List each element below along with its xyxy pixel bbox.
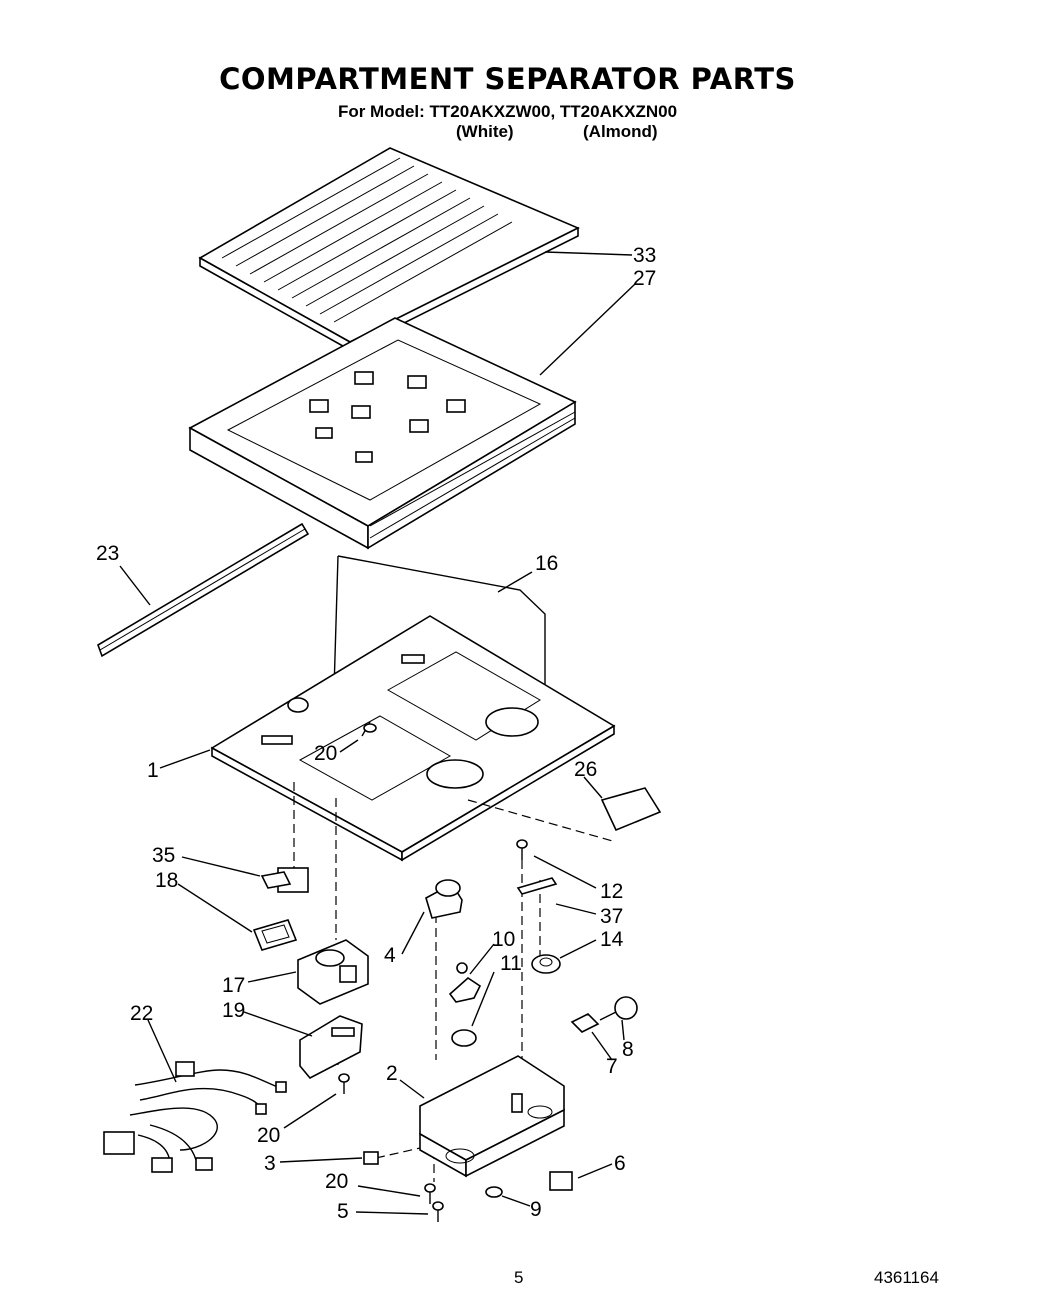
document-number: 4361164	[874, 1268, 939, 1287]
callout-labels: 33 27 23 16 1 20 26 35 18 12 37 4 10 11 …	[96, 244, 656, 1223]
callout-35: 35	[152, 844, 175, 867]
callout-8: 8	[622, 1038, 634, 1061]
callout-18: 18	[155, 869, 178, 892]
callout-11: 11	[500, 952, 522, 975]
callout-20-upper: 20	[314, 742, 337, 765]
part-23-trim-strip	[97, 522, 310, 658]
part-20-screw-bracket	[338, 1073, 350, 1094]
part-16-wire-rod	[333, 555, 546, 700]
part-18-bezel	[252, 919, 298, 951]
callout-16: 16	[535, 552, 558, 575]
callout-20-lower: 20	[325, 1170, 348, 1193]
variant-white: (White)	[456, 122, 514, 141]
part-12-screw	[516, 839, 528, 860]
model-line: For Model: TT20AKXZW00, TT20AKXZN00	[337, 102, 678, 121]
callout-27: 27	[633, 267, 656, 290]
part-26-shield	[600, 787, 662, 832]
part-27-separator-frame	[188, 317, 577, 550]
callout-1: 1	[147, 759, 159, 782]
page-title: COMPARTMENT SEPARATOR PARTS	[219, 62, 796, 96]
callout-7: 7	[606, 1055, 618, 1078]
part-33-grille-cover	[198, 147, 580, 352]
callout-12: 12	[600, 880, 623, 903]
callout-2: 2	[386, 1062, 398, 1085]
callout-17: 17	[222, 974, 245, 997]
part-11-knob	[451, 1029, 477, 1047]
part-2-control-housing	[419, 1055, 565, 1178]
callout-26: 26	[574, 758, 597, 781]
callout-22: 22	[130, 1002, 153, 1025]
callout-14: 14	[600, 928, 624, 951]
part-9-grommet	[485, 1186, 503, 1198]
part-8-bulb	[599, 996, 638, 1021]
part-22-wire-harness	[103, 1061, 287, 1173]
callout-19: 19	[222, 999, 245, 1022]
part-10-thermostat	[448, 962, 482, 1003]
callout-20-bracket: 20	[257, 1124, 280, 1147]
part-35-damper-knob	[260, 867, 309, 893]
part-6-switch	[549, 1171, 573, 1191]
callout-37: 37	[600, 905, 623, 928]
part-17-control-housing	[297, 939, 369, 1005]
callout-10: 10	[492, 928, 515, 951]
part-37-clip	[516, 877, 558, 895]
part-20-screw-lower	[424, 1183, 436, 1204]
callout-6: 6	[614, 1152, 626, 1175]
part-1-base-plate	[210, 615, 616, 862]
callout-33: 33	[633, 244, 656, 267]
part-19-bracket	[299, 1015, 363, 1080]
leader-lines	[119, 251, 636, 1215]
callout-3: 3	[264, 1152, 276, 1175]
variant-almond: (Almond)	[583, 122, 658, 141]
callout-4: 4	[384, 944, 396, 967]
part-4-light-socket	[425, 879, 463, 919]
part-5-screw	[432, 1201, 444, 1222]
part-3-clip	[363, 1151, 379, 1165]
callout-23: 23	[96, 542, 119, 565]
part-14-grommet	[531, 954, 561, 974]
page-number: 5	[514, 1268, 524, 1287]
part-20-screw-upper	[361, 721, 377, 737]
part-7-lamp-holder	[570, 1013, 600, 1033]
callout-9: 9	[530, 1198, 542, 1221]
callout-5: 5	[337, 1200, 349, 1223]
